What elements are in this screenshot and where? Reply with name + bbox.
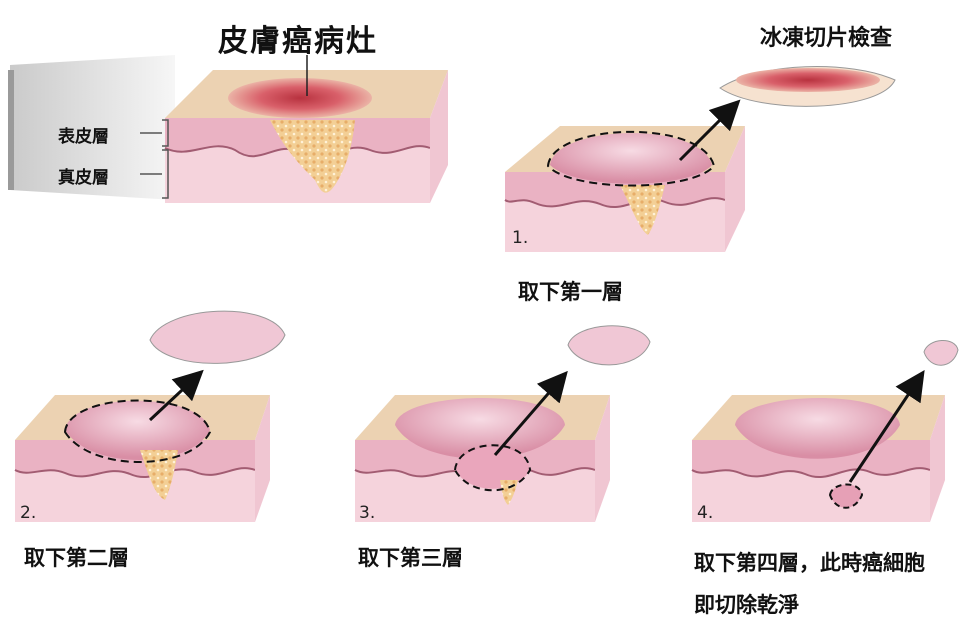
step-1-label: 取下第一層	[518, 276, 623, 306]
epidermis-label: 表皮層	[58, 122, 109, 147]
mohs-surgery-diagram	[0, 0, 961, 610]
step-2-block	[15, 311, 285, 522]
step-1-number: 1.	[512, 228, 528, 248]
step-2-label: 取下第二層	[24, 542, 129, 572]
step-3-block	[355, 326, 650, 522]
step-4-block	[692, 340, 958, 522]
step-3-label: 取下第三層	[358, 542, 463, 572]
frozen-section-label: 冰凍切片檢查	[760, 20, 892, 52]
step-2-number: 2.	[20, 503, 36, 523]
step-4-label: 取下第四層，此時癌細胞即切除乾淨	[694, 542, 939, 626]
step-3-number: 3.	[359, 503, 375, 523]
skin-block-main	[165, 55, 448, 203]
step-4-number: 4.	[697, 503, 713, 523]
lesion-surface	[228, 78, 372, 118]
step-1-block	[505, 67, 895, 252]
page-title: 皮膚癌病灶	[218, 16, 378, 60]
dermis-label: 真皮層	[58, 163, 109, 188]
